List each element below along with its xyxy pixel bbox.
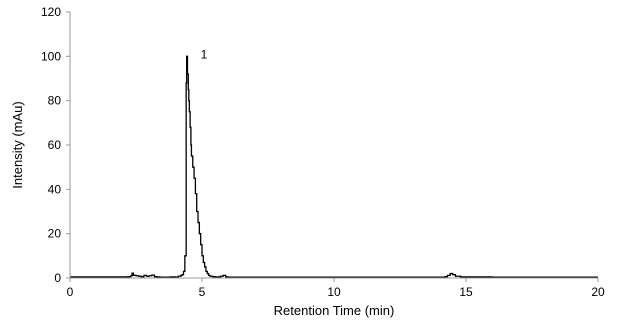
- y-tick-label: 0: [54, 271, 61, 285]
- x-tick-label: 20: [591, 285, 605, 299]
- x-tick-label: 0: [67, 285, 74, 299]
- peak-label: 1: [201, 47, 208, 61]
- peak-annotations: 1: [201, 47, 208, 61]
- y-tick-label: 100: [41, 49, 61, 63]
- y-axis-ticks: 0 20 40 60 80 100 120: [41, 5, 70, 285]
- plot-area: [70, 55, 598, 278]
- y-tick-label: 20: [48, 227, 62, 241]
- y-tick-label: 120: [41, 5, 61, 19]
- x-tick-label: 15: [459, 285, 473, 299]
- y-tick-label: 40: [48, 182, 62, 196]
- y-axis-label: Intensity (mAu): [10, 101, 25, 188]
- x-axis-label: Retention Time (min): [274, 303, 395, 318]
- y-tick-label: 60: [48, 138, 62, 152]
- series-line-0: [70, 55, 598, 278]
- x-tick-label: 10: [327, 285, 341, 299]
- x-tick-label: 5: [199, 285, 206, 299]
- y-tick-label: 80: [48, 94, 62, 108]
- x-axis-ticks: 0 5 10 15 20: [67, 278, 605, 299]
